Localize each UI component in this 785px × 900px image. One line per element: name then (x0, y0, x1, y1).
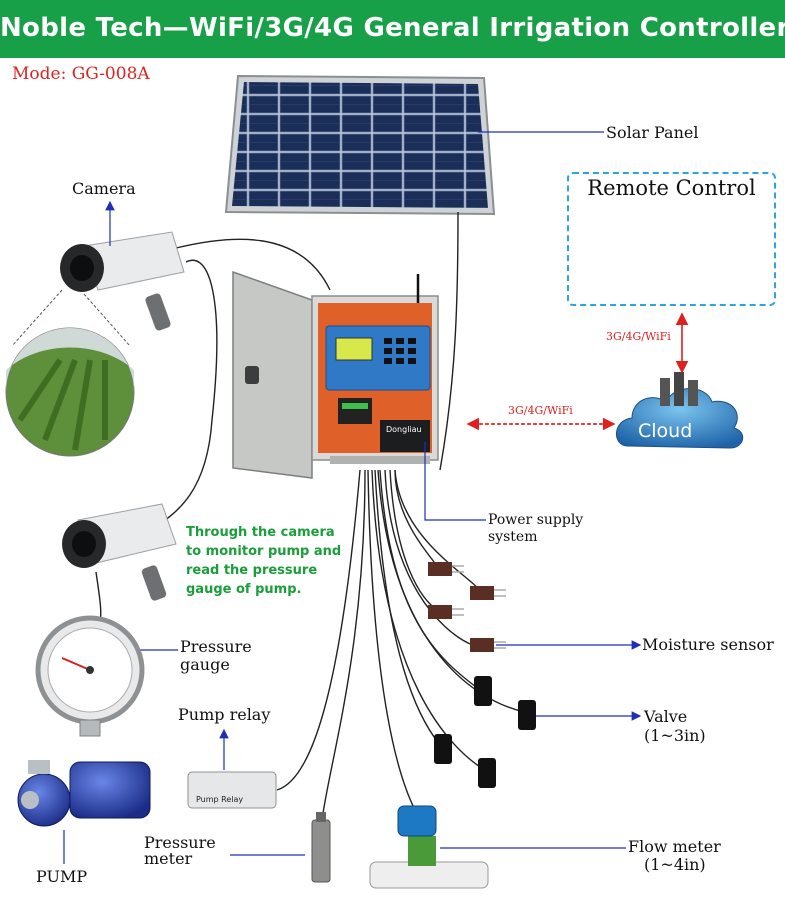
pressure-meter-label-1: Pressure (144, 833, 216, 852)
comm-links (466, 312, 689, 431)
power-supply-label-1: Power supply (488, 512, 584, 528)
remote-control-title: Remote Control (587, 176, 756, 200)
camera-top (60, 231, 185, 331)
moisture-sensor-label: Moisture sensor (642, 635, 774, 654)
field-photo (5, 289, 135, 457)
cloud-graphic (616, 372, 744, 449)
valves (434, 676, 536, 788)
pump-relay: Pump Relay (187, 771, 277, 809)
header-bar (0, 0, 785, 58)
camera-note: Through the camera to monitor pump and r… (186, 523, 341, 599)
cloud-label: Cloud (638, 420, 693, 442)
camera-note-line: to monitor pump and (186, 544, 342, 559)
controller-brand: Dongliau (386, 425, 422, 434)
remote-control-panel: Remote Control (567, 172, 776, 306)
pump-label: PUMP (36, 867, 88, 886)
valve-label-1: Valve (644, 707, 688, 726)
pressure-meter (311, 812, 331, 883)
pressure-gauge-label-1: Pressure (180, 637, 252, 656)
power-supply-label-2: system (488, 529, 538, 545)
cables (95, 211, 526, 821)
pump-relay-label: Pump relay (178, 705, 271, 724)
valve-label-2: (1~3in) (644, 726, 706, 745)
moisture-sensors (428, 562, 494, 652)
solar-panel (224, 74, 496, 216)
camera-note-line: Through the camera (186, 525, 335, 540)
link-controller-label: 3G/4G/WiFi (508, 404, 573, 417)
camera-note-line: read the pressure (186, 563, 318, 578)
relay-device-label: Pump Relay (196, 795, 243, 804)
solar-panel-label: Solar Panel (606, 123, 699, 142)
pump (17, 760, 151, 827)
controller-cabinet: Dongliau (232, 270, 439, 479)
camera-note-line: gauge of pump. (186, 582, 302, 597)
pressure-meter-label-2: meter (144, 849, 193, 868)
flow-meter-label-2: (1~4in) (644, 855, 706, 874)
flow-meter-label-1: Flow meter (628, 837, 721, 856)
link-remote-label: 3G/4G/WiFi (606, 330, 671, 343)
camera-label: Camera (72, 179, 136, 198)
callout-lines (63, 131, 642, 864)
page-title: Noble Tech—WiFi/3G/4G General Irrigation… (0, 13, 785, 43)
pressure-gauge-label-2: gauge (180, 655, 230, 674)
flow-meter (369, 805, 489, 889)
model-label: Mode: GG-008A (12, 64, 150, 84)
camera-bottom (62, 503, 177, 601)
pressure-gauge (35, 615, 145, 737)
